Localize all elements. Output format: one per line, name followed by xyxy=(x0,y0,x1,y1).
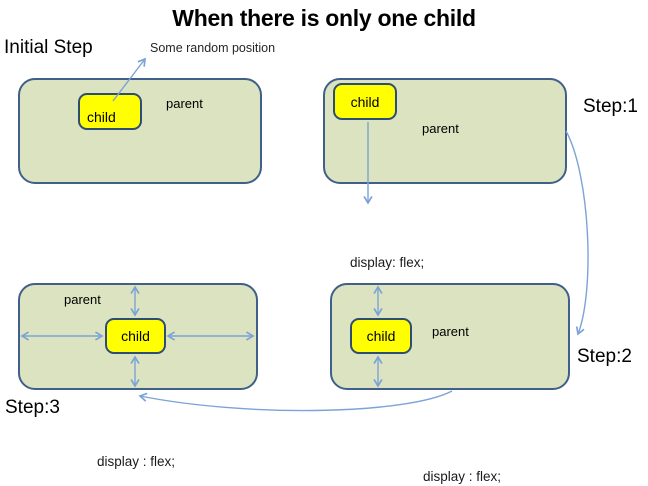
child-box: child xyxy=(105,318,166,354)
step3-code-block: display : flex; align-items: center; jus… xyxy=(97,408,229,486)
parent-box-step3: parent child xyxy=(18,283,258,390)
child-box: child xyxy=(78,93,142,130)
parent-box-step2: parent child xyxy=(330,283,570,390)
child-label: child xyxy=(87,109,116,125)
parent-box-initial: parent child xyxy=(18,78,262,184)
step2-code-block: display : flex; align-items: center; xyxy=(423,423,537,486)
parent-box-step1: parent child xyxy=(323,78,567,184)
step2-label: Step:2 xyxy=(577,346,632,367)
code-line: display : flex; xyxy=(423,469,502,484)
child-box: child xyxy=(333,83,397,120)
parent-label: parent xyxy=(64,292,101,307)
child-box: child xyxy=(350,318,412,354)
child-label: child xyxy=(350,93,380,110)
code-line: display: flex; xyxy=(350,255,425,270)
initial-step-label: Initial Step xyxy=(4,37,93,58)
child-label: child xyxy=(121,328,150,344)
parent-label: parent xyxy=(432,324,469,339)
code-line: display : flex; xyxy=(97,454,176,469)
parent-label: parent xyxy=(166,96,203,111)
step3-label: Step:3 xyxy=(5,397,60,418)
random-position-annotation: Some random position xyxy=(150,41,276,55)
parent-label: parent xyxy=(422,121,459,136)
step1-label: Step:1 xyxy=(583,96,638,117)
step1-code-block: display: flex; xyxy=(350,209,424,317)
slide-title: When there is only one child xyxy=(172,5,476,31)
child-label: child xyxy=(366,328,396,344)
